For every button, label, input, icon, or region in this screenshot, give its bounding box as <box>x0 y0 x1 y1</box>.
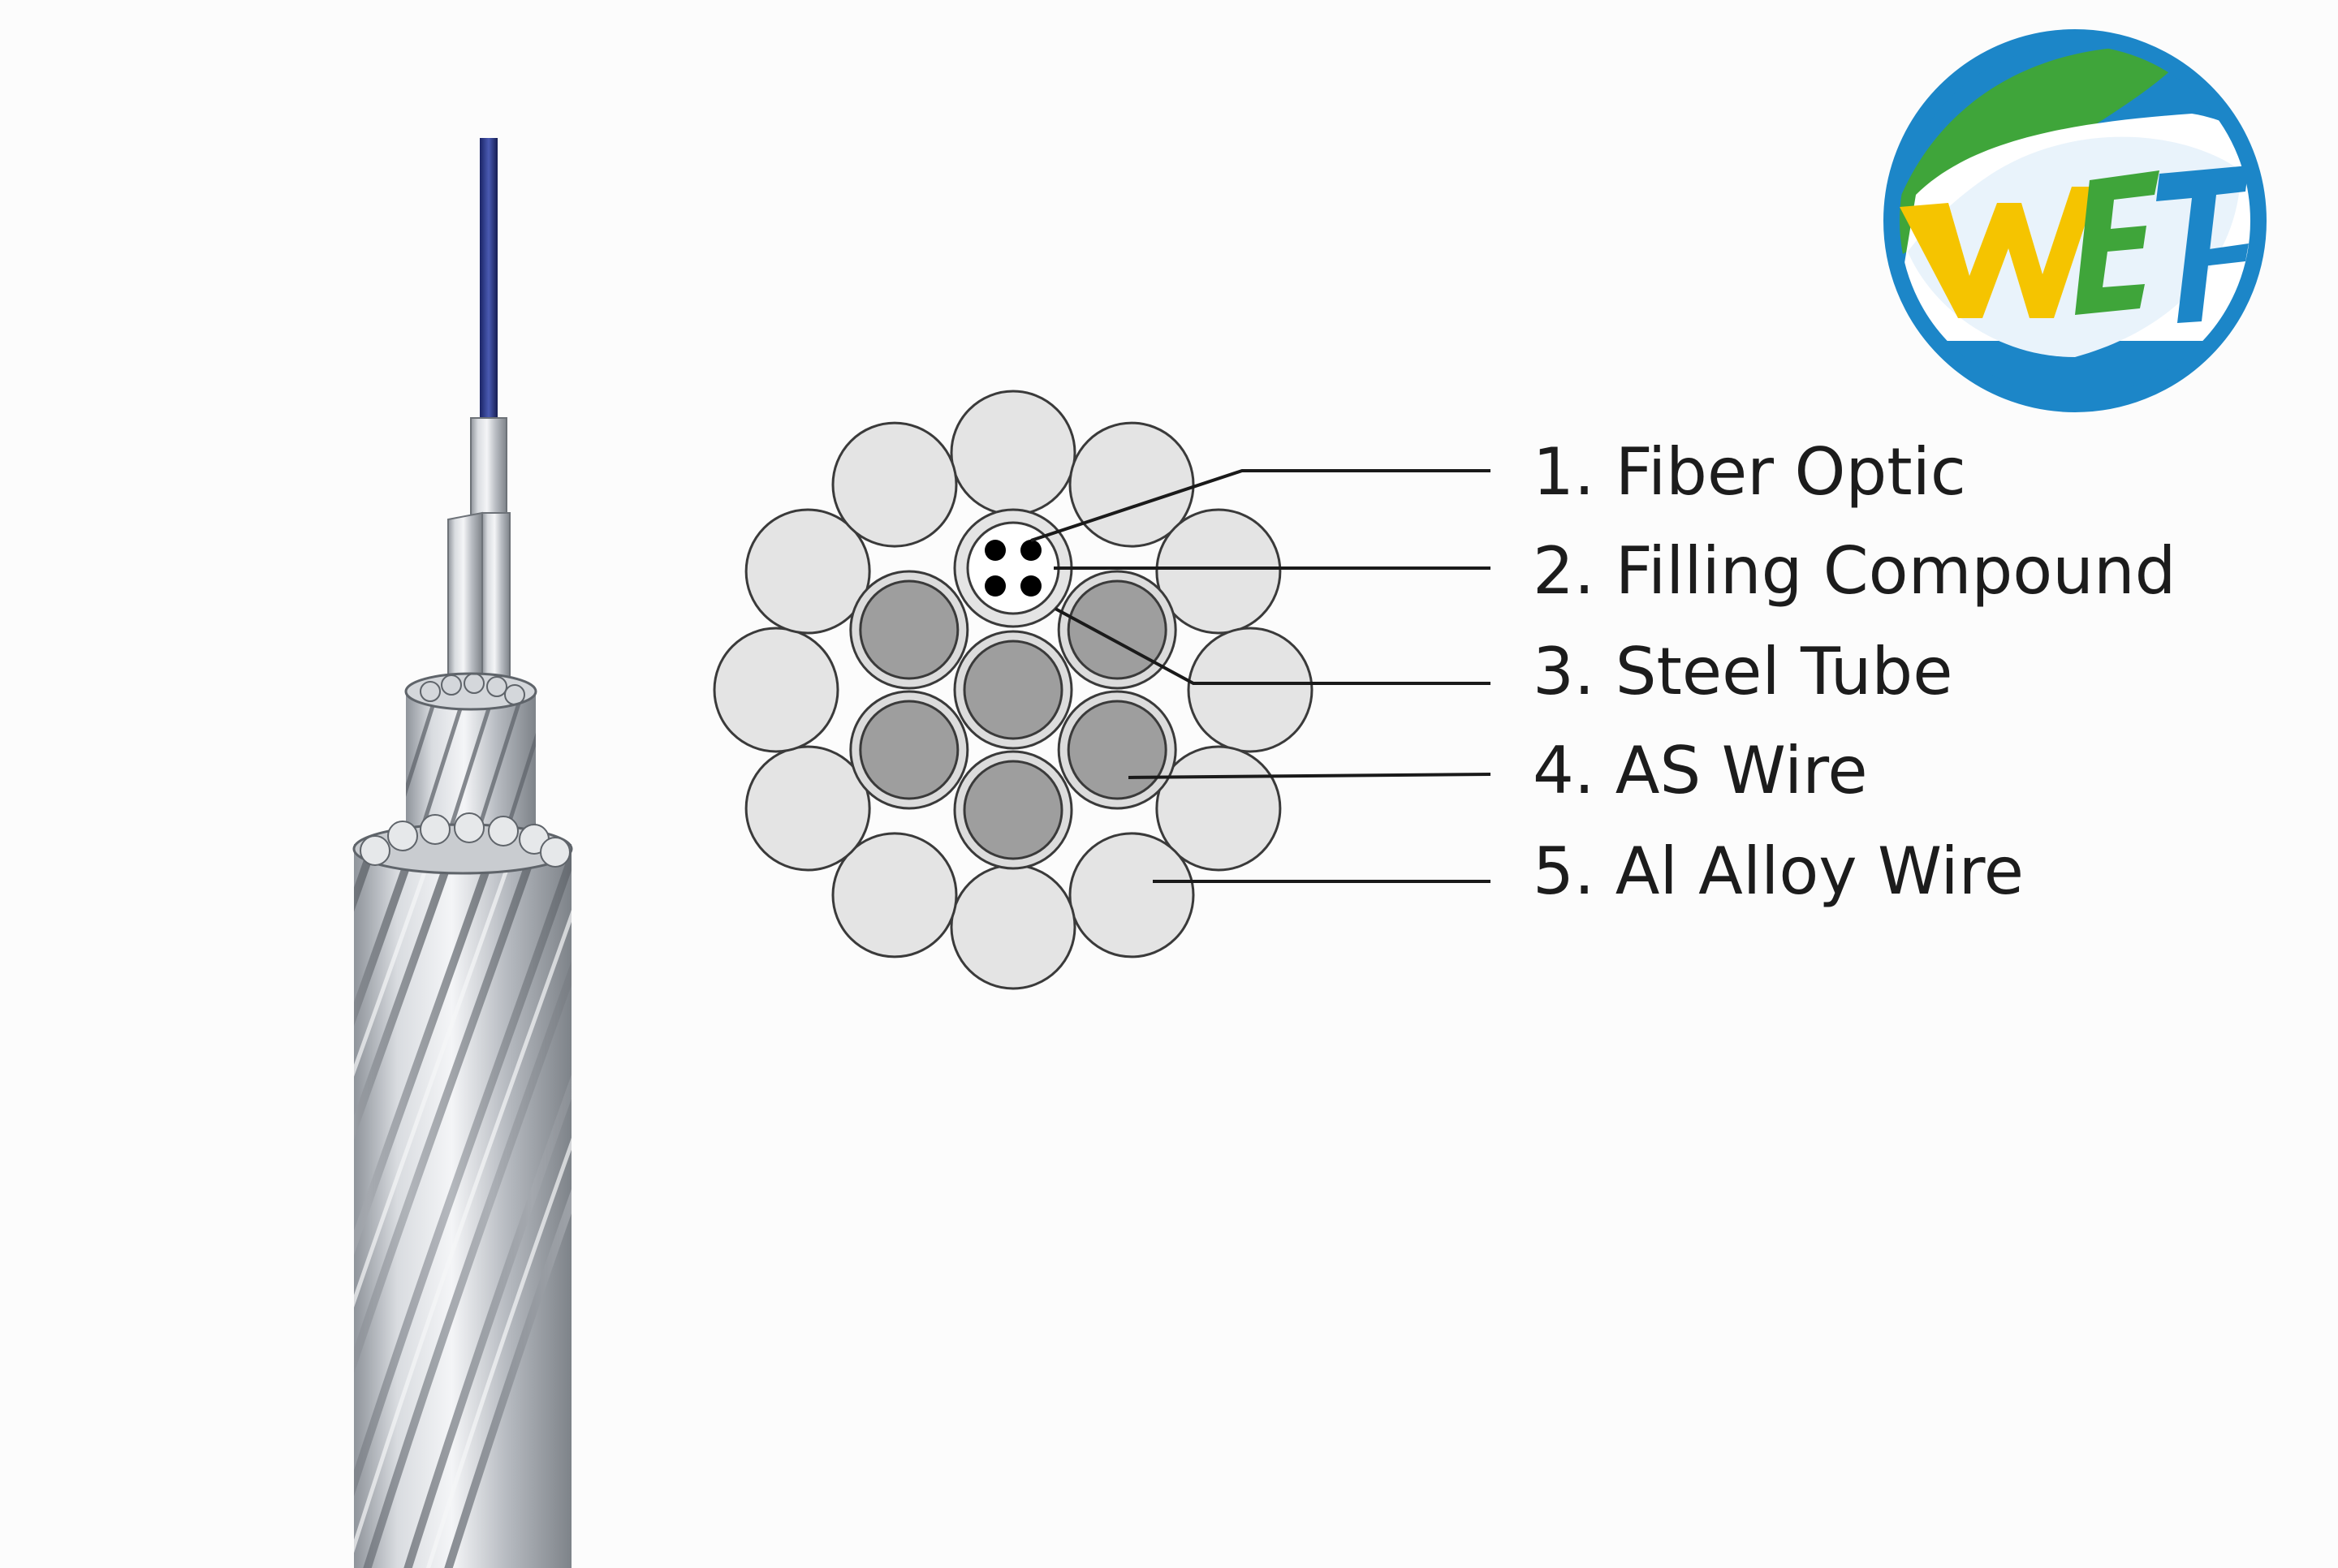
as-wire <box>849 690 969 810</box>
as-wire <box>953 750 1073 870</box>
al-alloy-wire <box>831 421 958 548</box>
leader-line-as-wire <box>1128 773 1491 779</box>
logo-letter-e <box>2075 170 2159 315</box>
fiber-optic-dots <box>985 540 1042 597</box>
as-wire-center <box>953 630 1073 750</box>
al-alloy-wire <box>744 508 871 635</box>
label-al-alloy-wire: 5. Al Alloy Wire <box>1533 834 2024 909</box>
leader-lines <box>1030 469 1491 883</box>
label-as-wire: 4. AS Wire <box>1533 733 1868 808</box>
logo-letter-t <box>2156 166 2249 323</box>
logo-letter-w <box>1900 187 2098 318</box>
leader-line-steel-tube <box>1055 607 1490 685</box>
leader-line-fiber-optic <box>1030 469 1490 542</box>
label-filling-compound: 2. Filling Compound <box>1533 533 2176 609</box>
al-alloy-wire-ring <box>713 390 1314 990</box>
al-alloy-wire <box>1068 832 1195 958</box>
fiber-strand <box>480 138 498 422</box>
al-alloy-wire <box>1155 508 1282 635</box>
as-wire <box>1057 690 1177 810</box>
al-alloy-wire <box>831 832 958 958</box>
steel-tube <box>470 417 507 516</box>
as-wire <box>849 570 969 690</box>
al-alloy-wire <box>744 745 871 872</box>
outer-wire-layer <box>352 812 573 1568</box>
al-alloy-wire <box>713 627 839 753</box>
label-fiber-optic: 1. Fiber Optic <box>1533 434 1966 510</box>
label-steel-tube: 3. Steel Tube <box>1533 634 1953 709</box>
al-alloy-wire <box>1187 627 1314 753</box>
al-alloy-wire <box>1068 421 1195 548</box>
